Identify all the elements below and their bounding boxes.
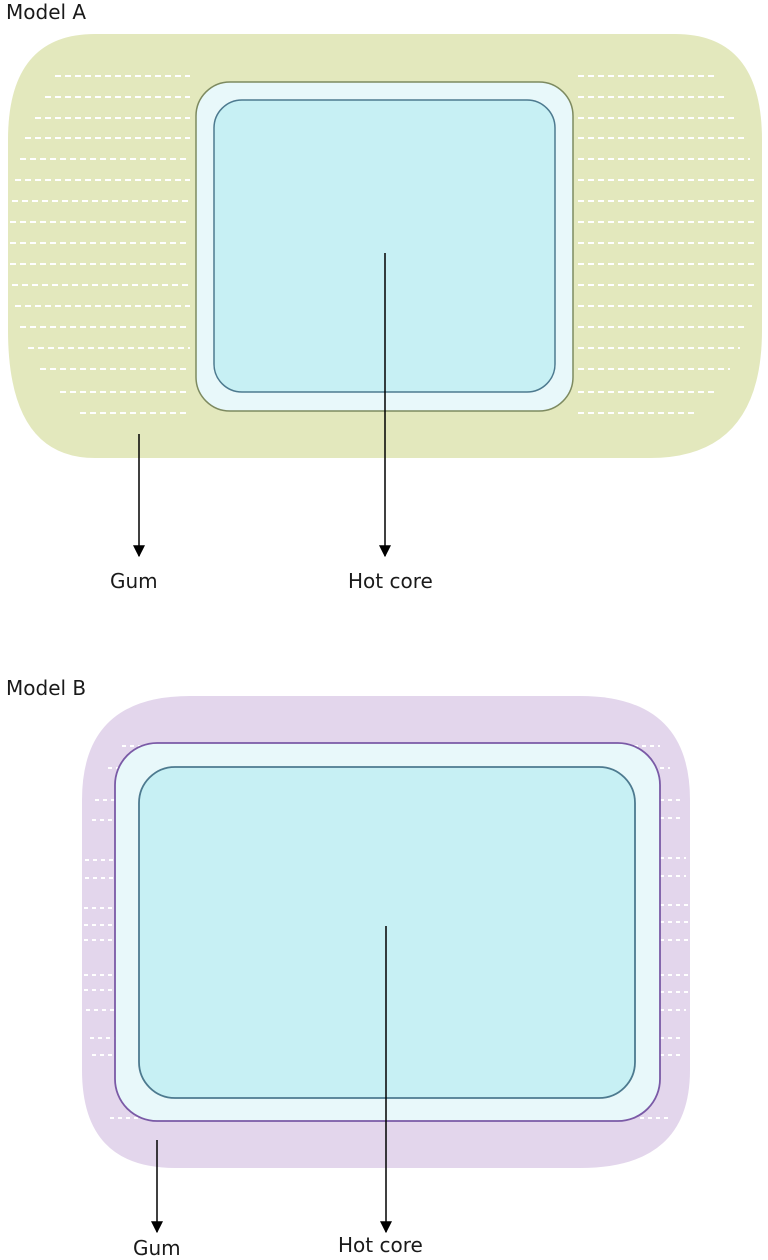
model-a-gum-label: Gum [110,569,158,593]
model-b-diagram [82,696,690,1234]
model-a-core-label: Hot core [348,569,433,593]
model-a-title: Model A [6,0,87,24]
model-b-gum-label: Gum [133,1236,181,1260]
model-b-core-label: Hot core [338,1233,423,1257]
model-b-hot-core [138,766,636,1099]
model-b-title: Model B [6,676,87,700]
model-a-gum-texture [10,75,758,414]
model-a-diagram [8,34,762,558]
